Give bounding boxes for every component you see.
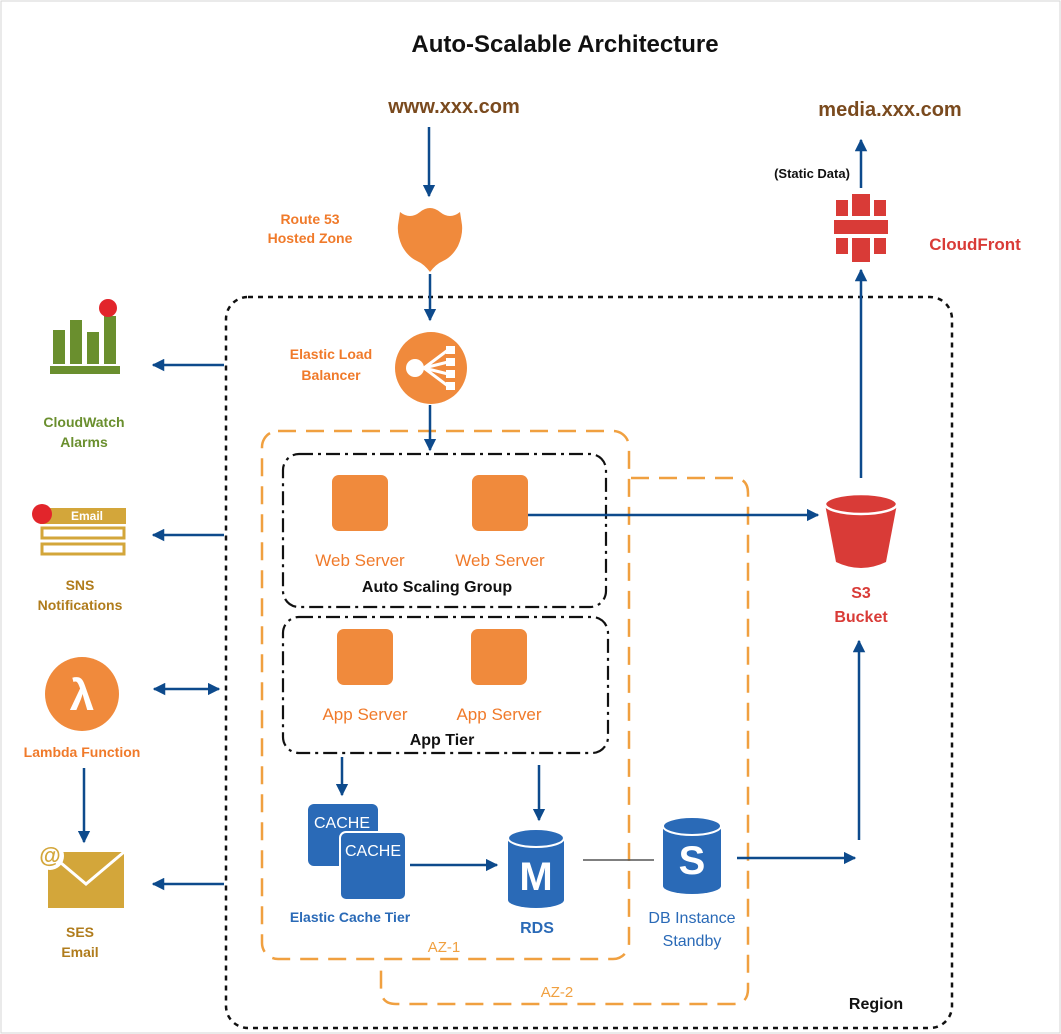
elb-label-line2: Balancer	[301, 367, 361, 383]
s3-label-line2: Bucket	[834, 609, 888, 626]
lambda-label: Lambda Function	[24, 744, 141, 760]
media-label: media.xxx.com	[818, 99, 961, 121]
rds-label: RDS	[520, 920, 554, 937]
db-standby-icon	[662, 816, 722, 894]
sns-email-tag: Email	[71, 509, 103, 523]
web-server-2-icon	[472, 475, 528, 531]
app-tier-boundary	[281, 615, 610, 755]
www-label: www.xxx.com	[387, 96, 520, 118]
web-server-2-label: Web Server	[455, 551, 545, 570]
sns-icon	[32, 504, 126, 556]
ses-label-line2: Email	[61, 944, 98, 960]
elastic-cache-icon	[308, 804, 407, 901]
static-data-label: (Static Data)	[774, 166, 850, 181]
ses-icon: @	[36, 842, 125, 908]
cloudfront-label: CloudFront	[929, 235, 1021, 254]
app-server-2-icon	[471, 629, 527, 685]
svg-text:@: @	[39, 843, 60, 868]
db-standby-label-line1: DB Instance	[648, 910, 735, 927]
route53-icon	[397, 208, 463, 272]
db-standby-label-line2: Standby	[663, 933, 722, 950]
ses-label-line1: SES	[66, 924, 94, 940]
elastic-cache-label: Elastic Cache Tier	[290, 909, 411, 925]
az2-boundary	[379, 476, 750, 1006]
cloudwatch-label-line1: CloudWatch	[43, 414, 124, 430]
route53-label-line1: Route 53	[280, 211, 339, 227]
region-label: Region	[849, 996, 903, 1013]
app-server-1-icon	[337, 629, 393, 685]
route53-label-line2: Hosted Zone	[268, 230, 353, 246]
auto-scaling-group-label: Auto Scaling Group	[362, 579, 512, 596]
app-server-1-label: App Server	[322, 705, 407, 724]
diagram-title: Auto-Scalable Architecture	[411, 31, 718, 58]
elb-label-line1: Elastic Load	[290, 346, 372, 362]
rds-symbol: M	[519, 855, 552, 899]
lambda-icon	[45, 657, 119, 731]
app-tier-label: App Tier	[410, 732, 475, 749]
elb-icon	[395, 332, 467, 404]
s3-bucket-icon	[823, 492, 899, 568]
az1-boundary	[260, 429, 631, 961]
lambda-symbol: λ	[70, 671, 94, 720]
sns-label-line2: Notifications	[38, 597, 123, 613]
web-server-1-icon	[332, 475, 388, 531]
cloudwatch-icon	[50, 299, 120, 374]
az2-label: AZ-2	[541, 984, 574, 1001]
az1-label: AZ-1	[428, 939, 461, 956]
cache-2-label: CACHE	[345, 843, 401, 860]
sns-label-line1: SNS	[66, 577, 95, 593]
web-server-1-label: Web Server	[315, 551, 405, 570]
cloudwatch-label-line2: Alarms	[60, 434, 108, 450]
cache-1-label: CACHE	[314, 815, 370, 832]
cloudfront-icon	[834, 194, 888, 262]
s3-label-line1: S3	[851, 585, 871, 602]
app-server-2-label: App Server	[456, 705, 541, 724]
db-standby-symbol: S	[679, 839, 706, 883]
auto-scaling-group-boundary	[281, 452, 608, 609]
rds-icon	[507, 828, 565, 908]
region-boundary	[224, 295, 954, 1030]
